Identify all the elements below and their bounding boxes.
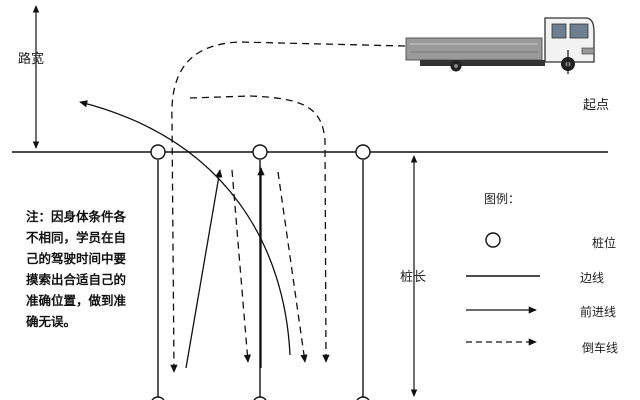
reverse-line-right <box>277 171 308 363</box>
stake-circle-1 <box>150 144 166 160</box>
note-line: 准确位置，做到准 <box>26 293 127 308</box>
note-line: 注：因身体条件各 <box>26 209 127 224</box>
stake-circle-6 <box>356 396 370 400</box>
reverse-line-short <box>231 169 252 363</box>
note-line: 己的驾驶时间中要 <box>26 251 127 266</box>
instruction-note: 注：因身体条件各 不相同，学员在自 己的驾驶时间中要 摸索出合适自己的 准确位置… <box>26 206 166 332</box>
note-line: 不相同，学员在自 <box>26 230 127 245</box>
reverse-path-outer <box>170 41 406 373</box>
truck-icon <box>405 17 595 74</box>
start-label: 起点 <box>583 98 610 113</box>
forward-line-left <box>185 169 223 369</box>
legend-label-sideline: 边线 <box>580 271 605 285</box>
legend-stake-icon <box>485 232 501 248</box>
stake-circle-4 <box>151 396 165 400</box>
legend-label-reverse: 倒车线 <box>582 341 619 355</box>
stake-circle-3 <box>355 144 371 160</box>
legend-label-stake: 桩位 <box>592 236 617 250</box>
legend-title: 图例： <box>484 192 521 206</box>
forward-path-curve <box>79 100 291 356</box>
stake-circle-2 <box>252 144 268 160</box>
note-line: 确无误。 <box>26 314 77 329</box>
note-line: 摸索出合适自己的 <box>26 272 127 287</box>
legend-label-forward: 前进线 <box>580 305 617 319</box>
stake-circle-5 <box>253 396 267 400</box>
stake-length-label: 桩长 <box>400 270 427 285</box>
road-width-label: 路宽 <box>18 52 45 67</box>
